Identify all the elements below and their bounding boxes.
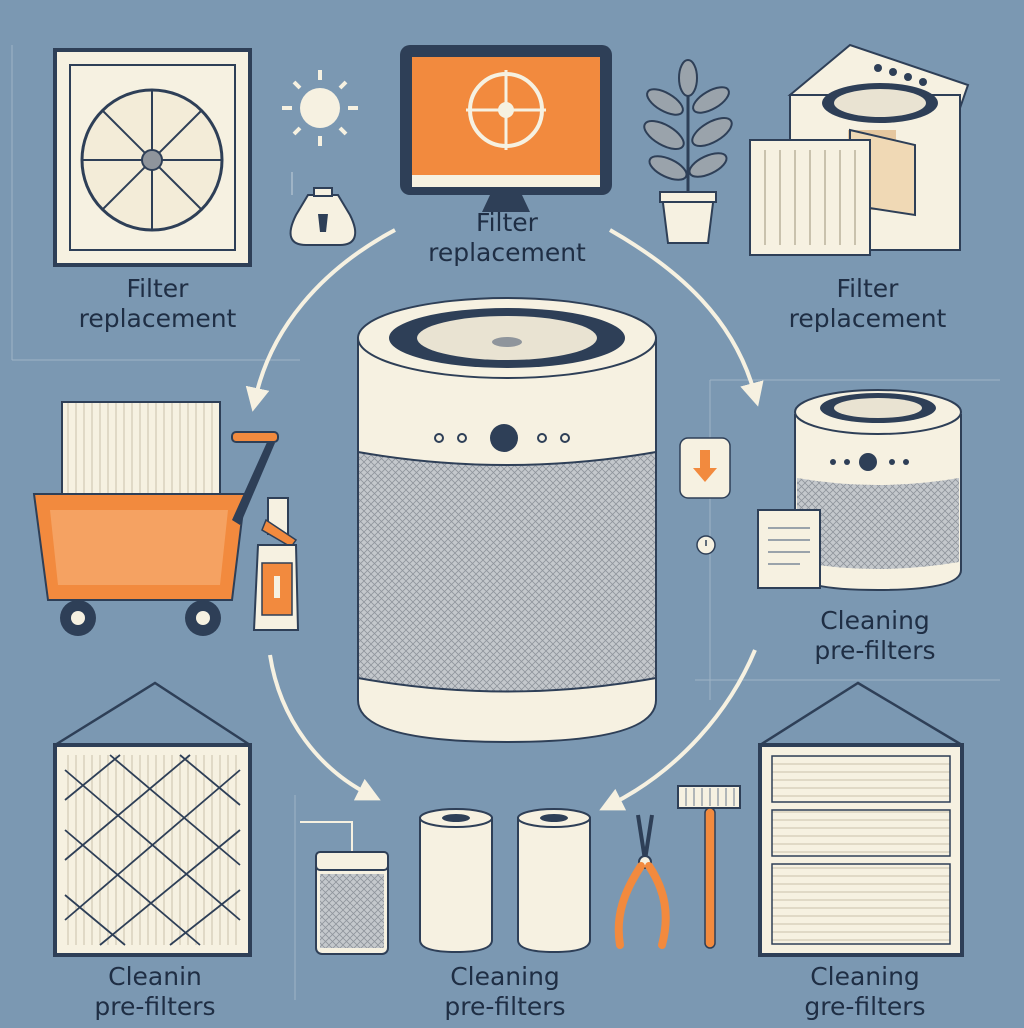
label-mid-right-line2: pre-filters [814, 636, 936, 665]
brush-icon [677, 785, 741, 949]
wall-fan-filter-icon [53, 48, 252, 267]
label-bottom-right-line1: Cleaning [810, 962, 920, 991]
clock-icon [696, 535, 716, 555]
label-bottom-right: Cleaning gre-filters [765, 962, 965, 1022]
label-bottom-center: Cleaning pre-filters [400, 962, 610, 1022]
label-bottom-left: Cleanin pre-filters [55, 962, 255, 1022]
label-top-left-line2: replacement [78, 304, 237, 333]
sack-icon [289, 172, 357, 246]
label-mid-right-line1: Cleaning [820, 606, 930, 635]
diamond-grid-filter-icon [53, 681, 252, 957]
sun-icon [282, 70, 358, 146]
label-top-left-line1: Filter [126, 274, 189, 303]
document-icon [757, 509, 821, 589]
label-bottom-right-line2: gre-filters [804, 992, 926, 1021]
spray-bottle-icon [252, 497, 300, 631]
download-card-icon [679, 437, 731, 499]
framed-pleated-filter-icon [758, 681, 964, 957]
label-top-left: Filter replacement [45, 274, 270, 334]
potted-plant-icon [643, 59, 733, 244]
vacuum-filter-canister-icon [300, 821, 389, 955]
label-top-center-line1: Filter [476, 208, 538, 237]
small-air-purifier-icon [794, 389, 962, 592]
pleated-filter-cart-icon [32, 401, 279, 636]
label-top-right-line2: replacement [788, 304, 947, 333]
label-mid-right: Cleaning pre-filters [775, 606, 975, 666]
fan-screen-monitor-icon [400, 45, 612, 212]
label-bottom-left-line2: pre-filters [94, 992, 216, 1021]
label-top-right: Filter replacement [755, 274, 980, 334]
label-top-center: Filter replacement [392, 208, 622, 268]
central-air-purifier-icon [357, 297, 657, 744]
pliers-icon [614, 814, 670, 949]
filter-cartridge-icon [419, 808, 591, 954]
purifier-drawer-icon [749, 43, 970, 256]
label-bottom-center-line2: pre-filters [444, 992, 566, 1021]
label-top-right-line1: Filter [836, 274, 899, 303]
label-bottom-left-line1: Cleanin [108, 962, 202, 991]
cycle-arrow-icon [245, 228, 764, 811]
label-top-center-line2: replacement [428, 238, 586, 267]
label-bottom-center-line1: Cleaning [450, 962, 560, 991]
